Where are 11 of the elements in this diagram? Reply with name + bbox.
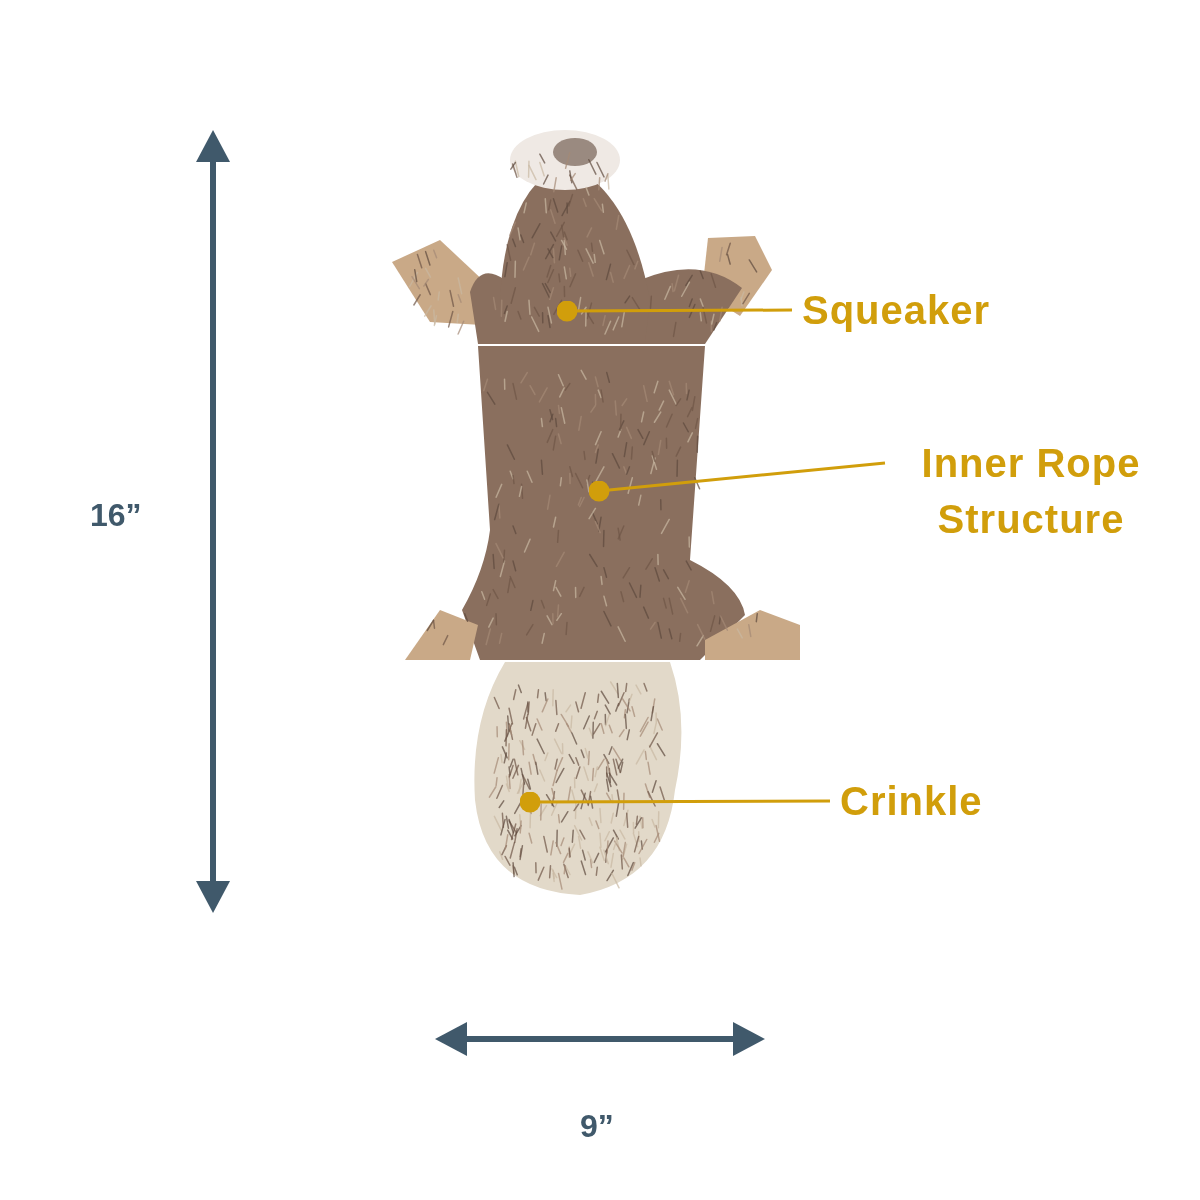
toy-body — [405, 346, 800, 660]
toy-tail — [474, 662, 682, 895]
leader-line — [556, 300, 792, 322]
dimension-label: 9” — [580, 1108, 614, 1145]
part-label: Crinkle — [840, 773, 983, 829]
part-label: Inner Rope Structure — [895, 435, 1167, 547]
leader-line — [519, 791, 830, 813]
toy-head — [392, 130, 772, 344]
leader-line — [588, 461, 886, 502]
dimension-label: 16” — [90, 497, 142, 534]
part-label: Squeaker — [802, 282, 991, 338]
